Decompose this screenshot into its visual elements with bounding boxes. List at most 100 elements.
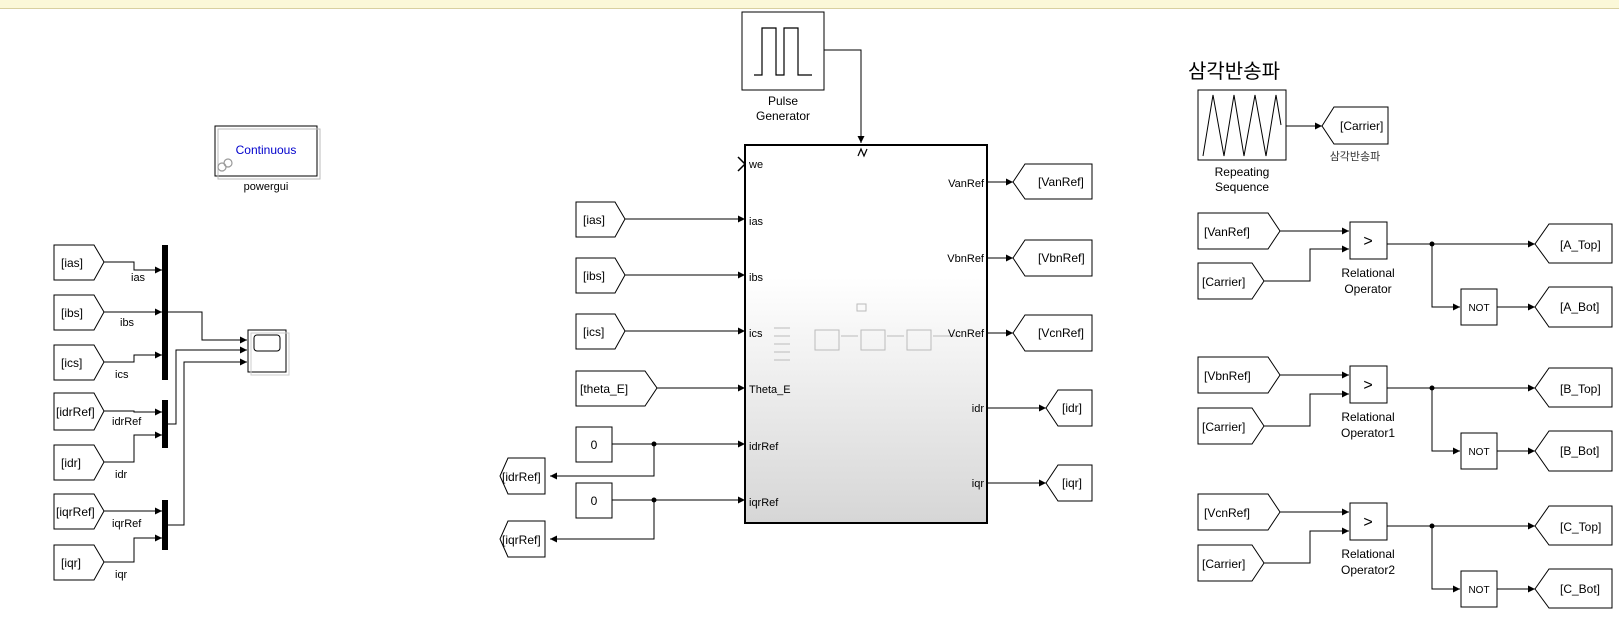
goto-vcnref[interactable]: [VcnRef] — [1012, 314, 1093, 352]
relational-operator-c[interactable]: > Relational Operator2 — [1341, 502, 1395, 577]
svg-text:[VcnRef]: [VcnRef] — [1204, 506, 1250, 520]
repeating-sequence-block[interactable]: Repeating Sequence — [1197, 89, 1287, 194]
goto-a-bot[interactable]: [A_Bot] — [1534, 286, 1613, 328]
svg-text:0: 0 — [591, 494, 598, 508]
svg-text:[idr]: [idr] — [1062, 401, 1082, 415]
svg-text:[ibs]: [ibs] — [583, 269, 605, 283]
from-vcnref[interactable]: [VcnRef] — [1197, 493, 1281, 531]
constant-iqrref[interactable]: 0 — [575, 482, 613, 519]
triangle-wave-icon — [1202, 94, 1282, 157]
svg-text:[VbnRef]: [VbnRef] — [1204, 369, 1251, 383]
from-carrier-a[interactable]: [Carrier] — [1197, 262, 1265, 300]
from-vbnref[interactable]: [VbnRef] — [1197, 356, 1281, 394]
from-iqrref[interactable]: [iqrRef] — [53, 493, 105, 530]
svg-text:idr: idr — [115, 469, 128, 481]
svg-text:NOT: NOT — [1468, 447, 1489, 458]
svg-text:>: > — [1363, 377, 1372, 394]
goto-vbnref[interactable]: [VbnRef] — [1012, 239, 1093, 277]
port-iqr: iqr — [972, 478, 985, 490]
svg-text:iqr: iqr — [115, 569, 128, 581]
svg-text:삼각반송파: 삼각반송파 — [1330, 150, 1381, 163]
port-vbnref: VbnRef — [947, 253, 985, 265]
powergui-block[interactable]: Continuous powergui — [214, 125, 321, 193]
goto-vanref[interactable]: [VanRef] — [1012, 163, 1093, 200]
svg-text:[Carrier]: [Carrier] — [1340, 119, 1383, 133]
not-c[interactable]: NOT — [1460, 570, 1498, 608]
from-idr[interactable]: [idr] — [53, 444, 105, 481]
svg-text:Relational: Relational — [1341, 266, 1394, 280]
info-bar — [0, 0, 1619, 9]
goto-idr[interactable]: [idr] — [1045, 389, 1093, 427]
goto-carrier[interactable]: [Carrier] 삼각반송파 — [1321, 106, 1389, 163]
pulse-waveform-icon — [754, 27, 812, 76]
goto-iqr[interactable]: [iqr] — [1045, 464, 1093, 502]
svg-text:[VanRef]: [VanRef] — [1038, 175, 1084, 189]
svg-text:NOT: NOT — [1468, 303, 1489, 314]
from-ics[interactable]: [ics] — [53, 344, 105, 381]
port-idrref: idrRef — [749, 441, 779, 453]
from-idrref[interactable]: [idrRef] — [53, 392, 105, 431]
svg-text:Pulse: Pulse — [768, 94, 798, 108]
comparator-c: [VcnRef] [Carrier] > Relational Operator… — [1197, 493, 1613, 609]
from-iqr[interactable]: [iqr] — [53, 544, 105, 581]
pulse-generator-block[interactable]: Pulse Generator — [741, 11, 825, 123]
svg-text:[B_Bot]: [B_Bot] — [1560, 444, 1599, 458]
scope-screen-icon — [253, 334, 281, 352]
from-ias[interactable]: [ias] — [53, 244, 105, 281]
goto-idrref[interactable]: [idrRef] — [499, 457, 550, 495]
svg-text:[ics]: [ics] — [583, 325, 604, 339]
svg-text:[Carrier]: [Carrier] — [1202, 557, 1245, 571]
goto-b-bot[interactable]: [B_Bot] — [1534, 430, 1613, 472]
svg-text:[idr]: [idr] — [61, 456, 81, 470]
svg-text:[iqr]: [iqr] — [1062, 476, 1082, 490]
svg-text:[iqrRef]: [iqrRef] — [502, 533, 541, 547]
mux-iqr[interactable] — [162, 500, 168, 550]
not-b[interactable]: NOT — [1460, 432, 1498, 470]
svg-text:[ibs]: [ibs] — [61, 306, 83, 320]
port-vcnref: VcnRef — [948, 328, 985, 340]
port-vanref: VanRef — [948, 178, 985, 190]
not-a[interactable]: NOT — [1460, 288, 1498, 326]
from-ics-ctrl[interactable]: [ics] — [575, 313, 626, 350]
svg-text:Operator1: Operator1 — [1341, 426, 1395, 440]
goto-a-top[interactable]: [A_Top] — [1534, 223, 1613, 264]
from-ias-ctrl[interactable]: [ias] — [575, 201, 626, 238]
constant-idrref[interactable]: 0 — [575, 426, 613, 463]
port-ics: ics — [749, 328, 763, 340]
goto-c-bot[interactable]: [C_Bot] — [1534, 568, 1613, 609]
mux-currents[interactable] — [162, 245, 168, 380]
from-ibs-ctrl[interactable]: [ibs] — [575, 257, 626, 294]
relational-operator-b[interactable]: > Relational Operator1 — [1341, 365, 1395, 440]
from-ibs[interactable]: [ibs] — [53, 294, 105, 331]
svg-text:Relational: Relational — [1341, 410, 1394, 424]
svg-text:[idrRef]: [idrRef] — [56, 405, 95, 419]
port-ias: ias — [749, 216, 764, 228]
svg-text:[Carrier]: [Carrier] — [1202, 275, 1245, 289]
comparator-b: [VbnRef] [Carrier] > Relational Operator… — [1197, 356, 1613, 472]
from-carrier-b[interactable]: [Carrier] — [1197, 407, 1265, 445]
goto-b-top[interactable]: [B_Top] — [1534, 367, 1613, 408]
svg-text:iqrRef: iqrRef — [112, 518, 142, 530]
svg-text:[C_Bot]: [C_Bot] — [1560, 582, 1600, 596]
scope-block[interactable] — [247, 329, 290, 376]
svg-text:ics: ics — [115, 369, 129, 381]
svg-text:[ias]: [ias] — [583, 213, 605, 227]
svg-text:>: > — [1363, 514, 1372, 531]
svg-text:Repeating: Repeating — [1215, 165, 1270, 179]
goto-iqrref[interactable]: [iqrRef] — [499, 520, 546, 558]
svg-text:>: > — [1363, 233, 1372, 250]
goto-c-top[interactable]: [C_Top] — [1534, 505, 1613, 546]
svg-text:[iqr]: [iqr] — [61, 556, 81, 570]
svg-text:[VanRef]: [VanRef] — [1204, 225, 1250, 239]
mux-idr[interactable] — [162, 400, 168, 448]
port-idr: idr — [972, 403, 985, 415]
svg-text:[A_Top]: [A_Top] — [1560, 238, 1601, 252]
from-carrier-c[interactable]: [Carrier] — [1197, 544, 1265, 582]
relational-operator-a[interactable]: > Relational Operator — [1341, 221, 1395, 296]
svg-text:[B_Top]: [B_Top] — [1560, 382, 1601, 396]
from-vanref[interactable]: [VanRef] — [1197, 212, 1281, 250]
svg-text:Sequence: Sequence — [1215, 180, 1269, 194]
controller-subsystem[interactable]: we ias ibs ics Theta_E idrRef iqrRef Van… — [744, 144, 988, 524]
from-theta-ctrl[interactable]: [theta_E] — [575, 370, 658, 407]
